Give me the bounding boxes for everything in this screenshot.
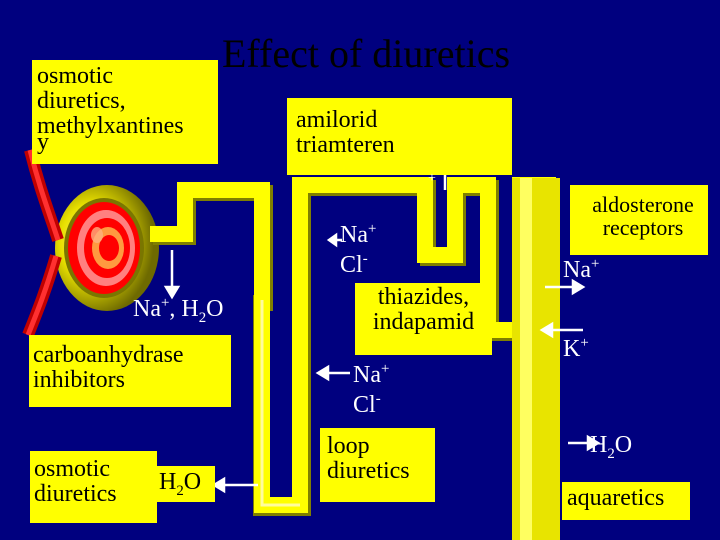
ion-subscript: 2 <box>607 445 615 462</box>
tubule <box>150 177 560 540</box>
label-line: loop <box>327 433 370 459</box>
label-line: diuretics <box>327 458 410 485</box>
aldosterone-receptors-label: aldosterone receptors <box>570 185 708 255</box>
arrowhead-h2o-bottom <box>211 476 226 494</box>
ion-symbol: Cl <box>353 392 376 418</box>
arrowhead-na-lower <box>315 364 330 382</box>
ion-charge: + <box>380 361 390 377</box>
glomerulus <box>55 185 159 311</box>
ion-cl-upper: Cl- <box>340 251 368 278</box>
amilorid-triamteren-label: amilorid triamteren <box>287 98 512 175</box>
transport-arrows <box>163 175 601 494</box>
label-line: thiazides, <box>377 284 470 310</box>
ion-na-lower: Na+ <box>353 361 390 388</box>
label-line: receptors <box>602 215 684 241</box>
ion-na-h2o: Na+, H2O <box>133 295 224 326</box>
ion-charge: - <box>375 391 381 407</box>
arrowhead-down-na-h2o <box>163 285 181 300</box>
ion-symbol: H <box>590 432 608 458</box>
label-line: methylxantines <box>37 113 184 140</box>
label-line: aldosterone <box>592 192 694 217</box>
arterioles <box>22 148 64 338</box>
ion-symbol: O <box>614 432 633 458</box>
label-line: inhibitors <box>33 367 126 394</box>
ion-symbol: Na <box>133 296 161 322</box>
ion-h2o-right: H2O <box>590 432 633 462</box>
label-line: triamteren <box>296 132 395 159</box>
label-line: indapamid <box>372 309 475 336</box>
label-line: aquaretics <box>567 485 665 511</box>
ion-charge: + <box>590 256 600 272</box>
osmotic-diuretics-label: osmotic diuretics <box>30 451 157 523</box>
carboanhydrase-inhibitors-label: carboanhydrase inhibitors <box>29 335 231 407</box>
arrowhead-h2o-right <box>586 434 601 452</box>
small-plus-sign: + <box>428 171 436 186</box>
ion-charge: + <box>367 221 377 237</box>
ion-symbol: Cl <box>340 252 363 278</box>
ion-symbol: Na <box>563 257 591 283</box>
ion-symbol: Na <box>340 222 368 248</box>
thiazides-indapamid-label: thiazides, indapamid <box>355 283 492 355</box>
arrowhead-na-right <box>571 278 586 296</box>
ion-symbol: H <box>159 469 177 495</box>
arrowhead-k-right <box>539 321 554 339</box>
ion-na-upper: Na+ <box>340 221 377 248</box>
ion-symbol: , H <box>169 296 199 322</box>
ion-symbol: K <box>563 336 581 362</box>
ion-subscript: 2 <box>198 309 207 326</box>
ion-symbol: O <box>183 469 202 495</box>
label-line: osmotic <box>34 456 110 482</box>
ion-charge: - <box>362 251 368 267</box>
label-line: osmotic <box>37 63 113 89</box>
label-line: y <box>37 128 49 155</box>
label-line: diuretics, <box>37 88 126 115</box>
h2o-bottom-label: H2O <box>155 466 215 502</box>
ion-cl-lower: Cl- <box>353 391 381 418</box>
ion-k-right: K+ <box>563 335 589 362</box>
loop-diuretics-label: loop diuretics <box>320 428 435 502</box>
ion-subscript: 2 <box>176 482 184 499</box>
ion-na-right: Na+ <box>563 256 600 283</box>
label-line: carboanhydrase <box>33 342 184 368</box>
label-line: diuretics <box>34 481 117 508</box>
ion-symbol: O <box>206 296 224 322</box>
arrowhead-na-upper <box>326 232 338 248</box>
slide-title: Effect of diuretics <box>222 31 511 76</box>
ion-charge: + <box>160 295 170 311</box>
aquaretics-label: aquaretics <box>562 482 690 520</box>
label-line: amilorid <box>296 107 378 133</box>
ion-charge: + <box>580 335 589 351</box>
ion-symbol: Na <box>353 362 381 388</box>
osmotic-methylxantines-label: osmotic diuretics, methylxantines y <box>32 60 218 164</box>
